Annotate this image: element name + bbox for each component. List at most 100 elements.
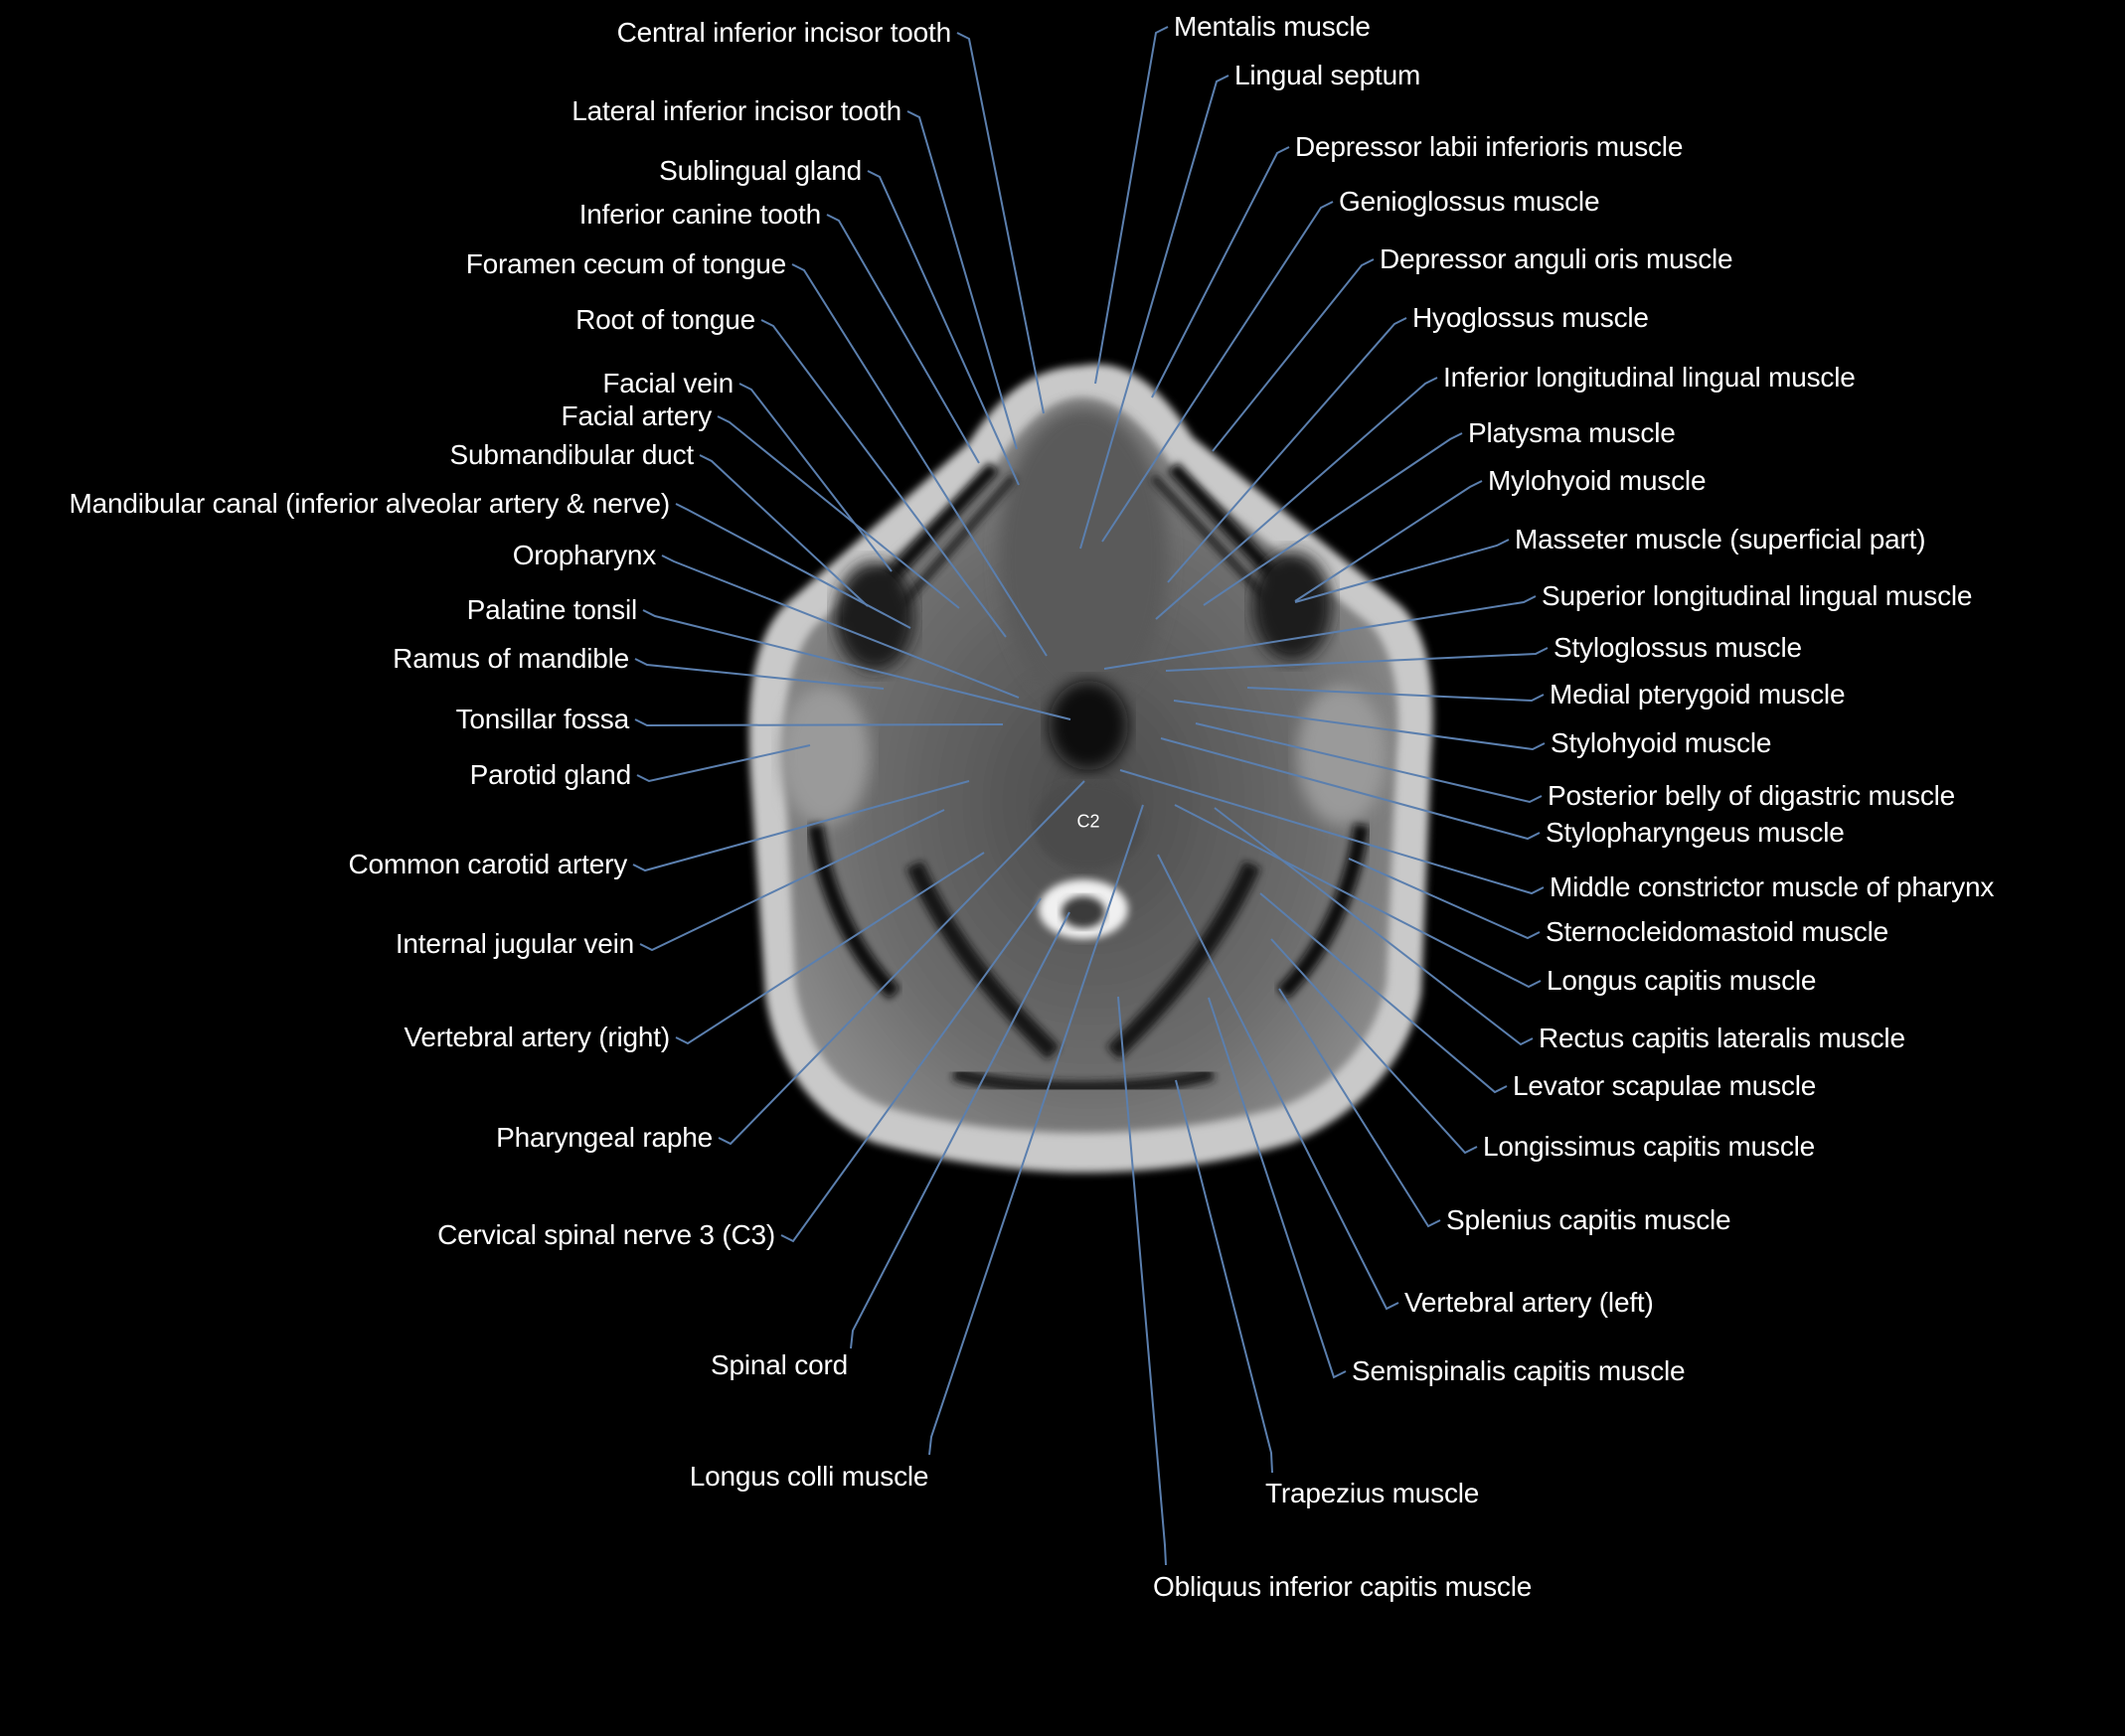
label-submandibular-duct: Submandibular duct	[449, 439, 695, 470]
leader-line	[1259, 892, 1508, 1094]
label-stylopharyngeus-muscle: Stylopharyngeus muscle	[1546, 817, 1845, 848]
leader-line	[717, 415, 960, 609]
label-longus-capitis-muscle: Longus capitis muscle	[1547, 965, 1817, 996]
leader-line	[1212, 258, 1375, 452]
label-styloglossus-muscle: Styloglossus muscle	[1553, 632, 1802, 663]
leader-line	[826, 214, 980, 464]
label-inferior-longitudinal-lingual-muscle: Inferior longitudinal lingual muscle	[1443, 362, 1856, 393]
leader-line	[675, 852, 985, 1045]
leader-line	[1094, 26, 1169, 385]
label-medial-pterygoid-muscle: Medial pterygoid muscle	[1550, 679, 1846, 710]
leader-line	[636, 744, 811, 783]
label-root-of-tongue: Root of tongue	[575, 304, 755, 335]
label-genioglossus-muscle: Genioglossus muscle	[1339, 186, 1600, 217]
leader-line	[1119, 769, 1545, 895]
leader-line	[1214, 807, 1534, 1046]
label-levator-scapulae-muscle: Levator scapulae muscle	[1513, 1070, 1817, 1101]
label-sternocleidomastoid-muscle: Sternocleidomastoid muscle	[1546, 916, 1888, 947]
leader-line	[738, 383, 893, 572]
label-posterior-belly-of-digastric-muscle: Posterior belly of digastric muscle	[1548, 780, 1956, 811]
label-longissimus-capitis-muscle: Longissimus capitis muscle	[1483, 1131, 1816, 1162]
label-central-inferior-incisor-tooth: Central inferior incisor tooth	[616, 17, 952, 48]
label-obliquus-inferior-capitis-muscle: Obliquus inferior capitis muscle	[1153, 1571, 1533, 1602]
leader-line	[1173, 700, 1546, 751]
label-mandibular-canal-inferior-alveolar-artery-nerve: Mandibular canal (inferior alveolar arte…	[69, 488, 670, 519]
leader-line	[1151, 146, 1290, 398]
label-lateral-inferior-incisor-tooth: Lateral inferior incisor tooth	[572, 95, 901, 126]
leader-line	[867, 170, 1020, 486]
label-tonsillar-fossa: Tonsillar fossa	[455, 704, 630, 734]
leader-line	[1155, 377, 1438, 620]
label-lingual-septum: Lingual septum	[1234, 60, 1421, 90]
leader-line	[791, 263, 1048, 657]
label-pharyngeal-raphe: Pharyngeal raphe	[496, 1122, 713, 1153]
leader-line	[1270, 938, 1478, 1155]
leader-line	[718, 780, 1085, 1146]
label-spinal-cord: Spinal cord	[711, 1349, 848, 1380]
label-rectus-capitis-lateralis-muscle: Rectus capitis lateralis muscle	[1539, 1023, 1905, 1053]
leader-line	[1165, 647, 1549, 672]
label-longus-colli-muscle: Longus colli muscle	[689, 1461, 929, 1492]
label-masseter-muscle-superficial-part: Masseter muscle (superficial part)	[1515, 524, 1926, 554]
leader-line	[1160, 737, 1541, 841]
label-stylohyoid-muscle: Stylohyoid muscle	[1551, 727, 1772, 758]
leader-line	[780, 897, 1042, 1243]
label-semispinalis-capitis-muscle: Semispinalis capitis muscle	[1352, 1355, 1686, 1386]
label-internal-jugular-vein: Internal jugular vein	[395, 928, 634, 959]
label-sublingual-gland: Sublingual gland	[659, 155, 862, 186]
head-cross-section	[748, 364, 1433, 1174]
leader-lines	[632, 26, 1549, 1566]
label-common-carotid-artery: Common carotid artery	[348, 849, 627, 879]
label-trapezius-muscle: Trapezius muscle	[1265, 1478, 1480, 1508]
leader-line	[956, 32, 1045, 414]
leader-line	[1175, 1079, 1273, 1474]
leader-line	[1174, 804, 1542, 989]
label-inferior-canine-tooth: Inferior canine tooth	[578, 199, 821, 230]
label-platysma-muscle: Platysma muscle	[1468, 417, 1676, 448]
leader-line	[1348, 858, 1541, 940]
leader-line	[1103, 595, 1537, 670]
label-splenius-capitis-muscle: Splenius capitis muscle	[1446, 1204, 1731, 1235]
leader-line	[1157, 854, 1399, 1311]
leader-line	[675, 503, 911, 629]
label-oropharynx: Oropharynx	[512, 540, 656, 570]
leader-line	[1208, 997, 1347, 1379]
leader-line	[1294, 480, 1483, 602]
leader-line	[1294, 539, 1510, 603]
label-depressor-anguli-oris-muscle: Depressor anguli oris muscle	[1380, 243, 1733, 274]
leader-line	[1079, 75, 1229, 550]
label-facial-artery: Facial artery	[561, 400, 713, 431]
leader-line	[760, 319, 1007, 638]
leader-line	[1246, 687, 1545, 703]
leader-line	[1101, 201, 1334, 543]
leader-line	[1167, 317, 1407, 583]
leader-line	[634, 658, 885, 690]
label-palatine-tonsil: Palatine tonsil	[466, 594, 638, 625]
label-superior-longitudinal-lingual-muscle: Superior longitudinal lingual muscle	[1542, 580, 1973, 611]
leader-line	[1203, 432, 1463, 606]
label-mylohyoid-muscle: Mylohyoid muscle	[1488, 465, 1707, 496]
leader-line	[1195, 722, 1543, 804]
label-foramen-cecum-of-tongue: Foramen cecum of tongue	[465, 248, 786, 279]
leader-line	[661, 554, 1020, 699]
label-parotid-gland: Parotid gland	[469, 759, 632, 790]
leader-line	[632, 780, 970, 872]
label-vertebral-artery-left: Vertebral artery (left)	[1404, 1287, 1654, 1318]
leader-line	[634, 718, 1004, 727]
leader-line	[699, 454, 869, 607]
leader-line	[850, 911, 1070, 1349]
leader-line	[1278, 988, 1441, 1228]
label-middle-constrictor-muscle-of-pharynx: Middle constrictor muscle of pharynx	[1550, 871, 1995, 902]
label-mentalis-muscle: Mentalis muscle	[1174, 11, 1371, 42]
label-hyoglossus-muscle: Hyoglossus muscle	[1412, 302, 1649, 333]
leader-line	[1117, 996, 1167, 1566]
leader-line	[906, 110, 1018, 450]
vertebra-label-c2: C2	[1076, 811, 1100, 832]
label-depressor-labii-inferioris-muscle: Depressor labii inferioris muscle	[1295, 131, 1684, 162]
label-cervical-spinal-nerve-3-c3: Cervical spinal nerve 3 (C3)	[437, 1219, 775, 1250]
label-vertebral-artery-right: Vertebral artery (right)	[404, 1022, 670, 1052]
label-facial-vein: Facial vein	[602, 368, 734, 398]
label-ramus-of-mandible: Ramus of mandible	[393, 643, 629, 674]
